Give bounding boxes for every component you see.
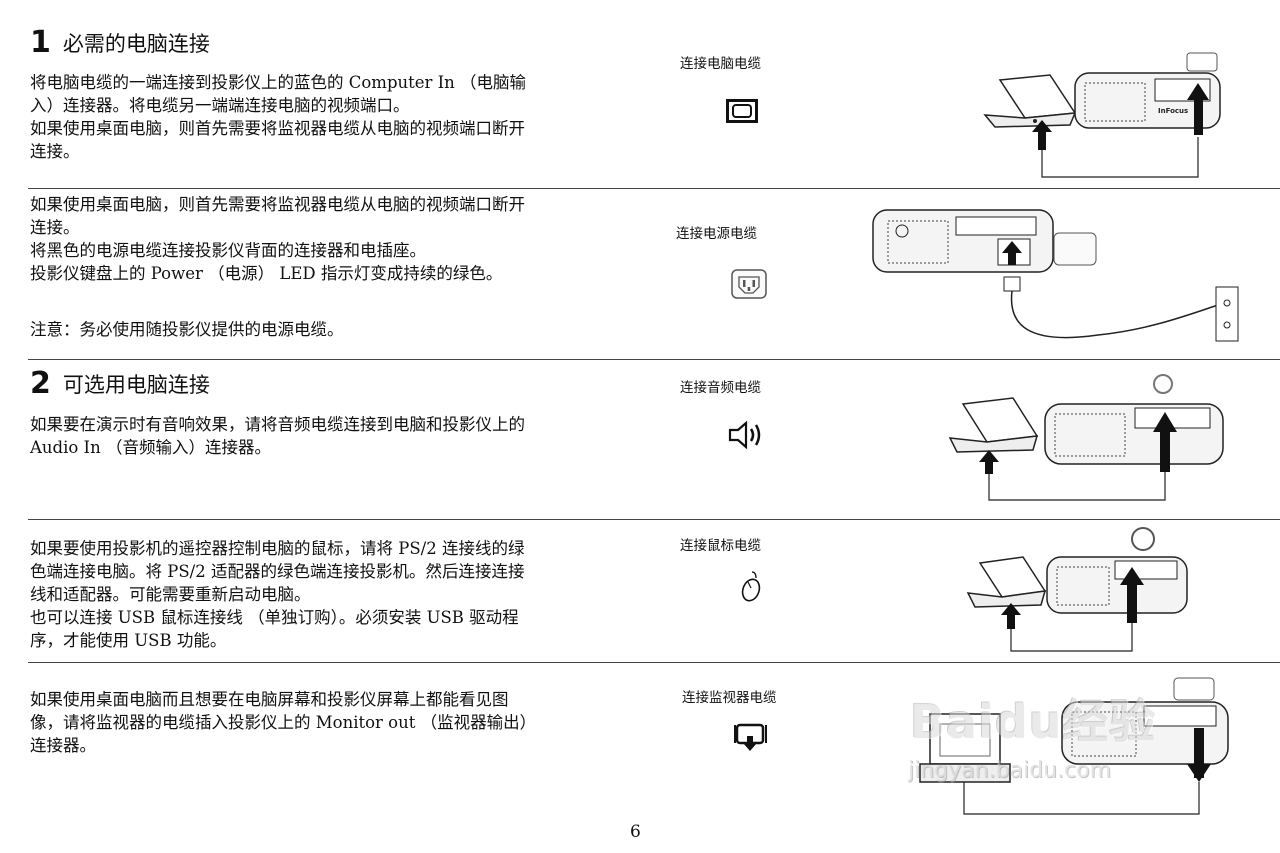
section2-caption: 连接电源电缆 <box>676 226 757 242</box>
section3-caption: 连接音频电缆 <box>680 380 761 396</box>
section4-line: 序，才能使用 USB 功能。 <box>30 631 227 650</box>
section1-line: 如果使用桌面电脑，则首先需要将监视器电缆从电脑的视频端口断开 <box>30 119 525 138</box>
section1-caption: 连接电脑电缆 <box>680 56 761 72</box>
section4-line: 色端连接电脑。将 PS/2 适配器的绿色端连接投影机。然后连接连接 <box>30 562 525 581</box>
section1-paragraph: 将电脑电缆的一端连接到投影仪上的蓝色的 Computer In （电脑输 入）连… <box>30 71 630 163</box>
monitor-port-icon <box>726 99 758 127</box>
section2-line: 将黑色的电源电缆连接投影仪背面的连接器和电插座。 <box>30 241 426 260</box>
computer-connection-figure: InFocus <box>980 45 1280 185</box>
mouse-icon <box>738 570 764 608</box>
monitor-out-icon <box>734 722 768 756</box>
section1-number: 1 <box>30 25 51 60</box>
section5-paragraph: 如果使用桌面电脑而且想要在电脑屏幕和投影仪屏幕上都能看见图 像，请将监视器的电缆… <box>30 688 630 757</box>
page-number: 6 <box>630 822 641 842</box>
section2-paragraph: 如果使用桌面电脑，则首先需要将监视器电缆从电脑的视频端口断开 连接。 将黑色的电… <box>30 193 630 285</box>
section5-caption: 连接监视器电缆 <box>682 690 777 706</box>
section3-heading: 2 可选用电脑连接 <box>30 369 210 399</box>
section5-line: 如果使用桌面电脑而且想要在电脑屏幕和投影仪屏幕上都能看见图 <box>30 690 509 709</box>
section4-caption: 连接鼠标电缆 <box>680 538 761 554</box>
section1-heading: 1 必需的电脑连接 <box>30 28 210 58</box>
section2-line: 投影仪键盘上的 Power （电源） LED 指示灯变成持续的绿色。 <box>30 264 503 283</box>
projector-brand-label: InFocus <box>1158 107 1188 115</box>
power-socket-icon <box>731 269 767 303</box>
section3-number: 2 <box>30 366 51 401</box>
power-connection-figure <box>868 205 1248 355</box>
monitor-connection-figure <box>912 672 1242 820</box>
section2-line: 如果使用桌面电脑，则首先需要将监视器电缆从电脑的视频端口断开 <box>30 195 525 214</box>
section3-line: 如果要在演示时有音响效果，请将音频电缆连接到电脑和投影仪上的 <box>30 415 525 434</box>
section-divider <box>28 519 1280 520</box>
audio-connection-figure <box>945 372 1235 507</box>
section4-paragraph: 如果要使用投影机的遥控器控制电脑的鼠标，请将 PS/2 连接线的绿 色端连接电脑… <box>30 537 630 652</box>
section4-line: 也可以连接 USB 鼠标连接线 （单独订购）。必须安装 USB 驱动程 <box>30 608 519 627</box>
section-divider <box>28 662 1280 663</box>
section1-line: 将电脑电缆的一端连接到投影仪上的蓝色的 Computer In （电脑输 <box>30 73 527 92</box>
section3-line: Audio In （音频输入）连接器。 <box>30 438 271 457</box>
section4-line: 如果要使用投影机的遥控器控制电脑的鼠标，请将 PS/2 连接线的绿 <box>30 539 525 558</box>
section-divider <box>28 359 1280 360</box>
section1-line: 入）连接器。将电缆另一端端连接电脑的视频端口。 <box>30 96 410 115</box>
section2-note-text: 注意：务必使用随投影仪提供的电源电缆。 <box>30 320 344 339</box>
section5-line: 像，请将监视器的电缆插入投影仪上的 Monitor out （监视器输出） <box>30 713 537 732</box>
section2-line: 连接。 <box>30 218 80 237</box>
speaker-icon <box>727 420 765 454</box>
section1-title: 必需的电脑连接 <box>62 32 210 56</box>
section3-paragraph: 如果要在演示时有音响效果，请将音频电缆连接到电脑和投影仪上的 Audio In … <box>30 413 630 459</box>
section5-line: 连接器。 <box>30 736 96 755</box>
mouse-connection-figure <box>965 525 1200 660</box>
section-divider <box>28 188 1280 189</box>
section2-note: 注意：务必使用随投影仪提供的电源电缆。 <box>30 318 630 341</box>
section3-title: 可选用电脑连接 <box>62 373 210 397</box>
section4-line: 线和适配器。可能需要重新启动电脑。 <box>30 585 311 604</box>
section1-line: 连接。 <box>30 142 80 161</box>
